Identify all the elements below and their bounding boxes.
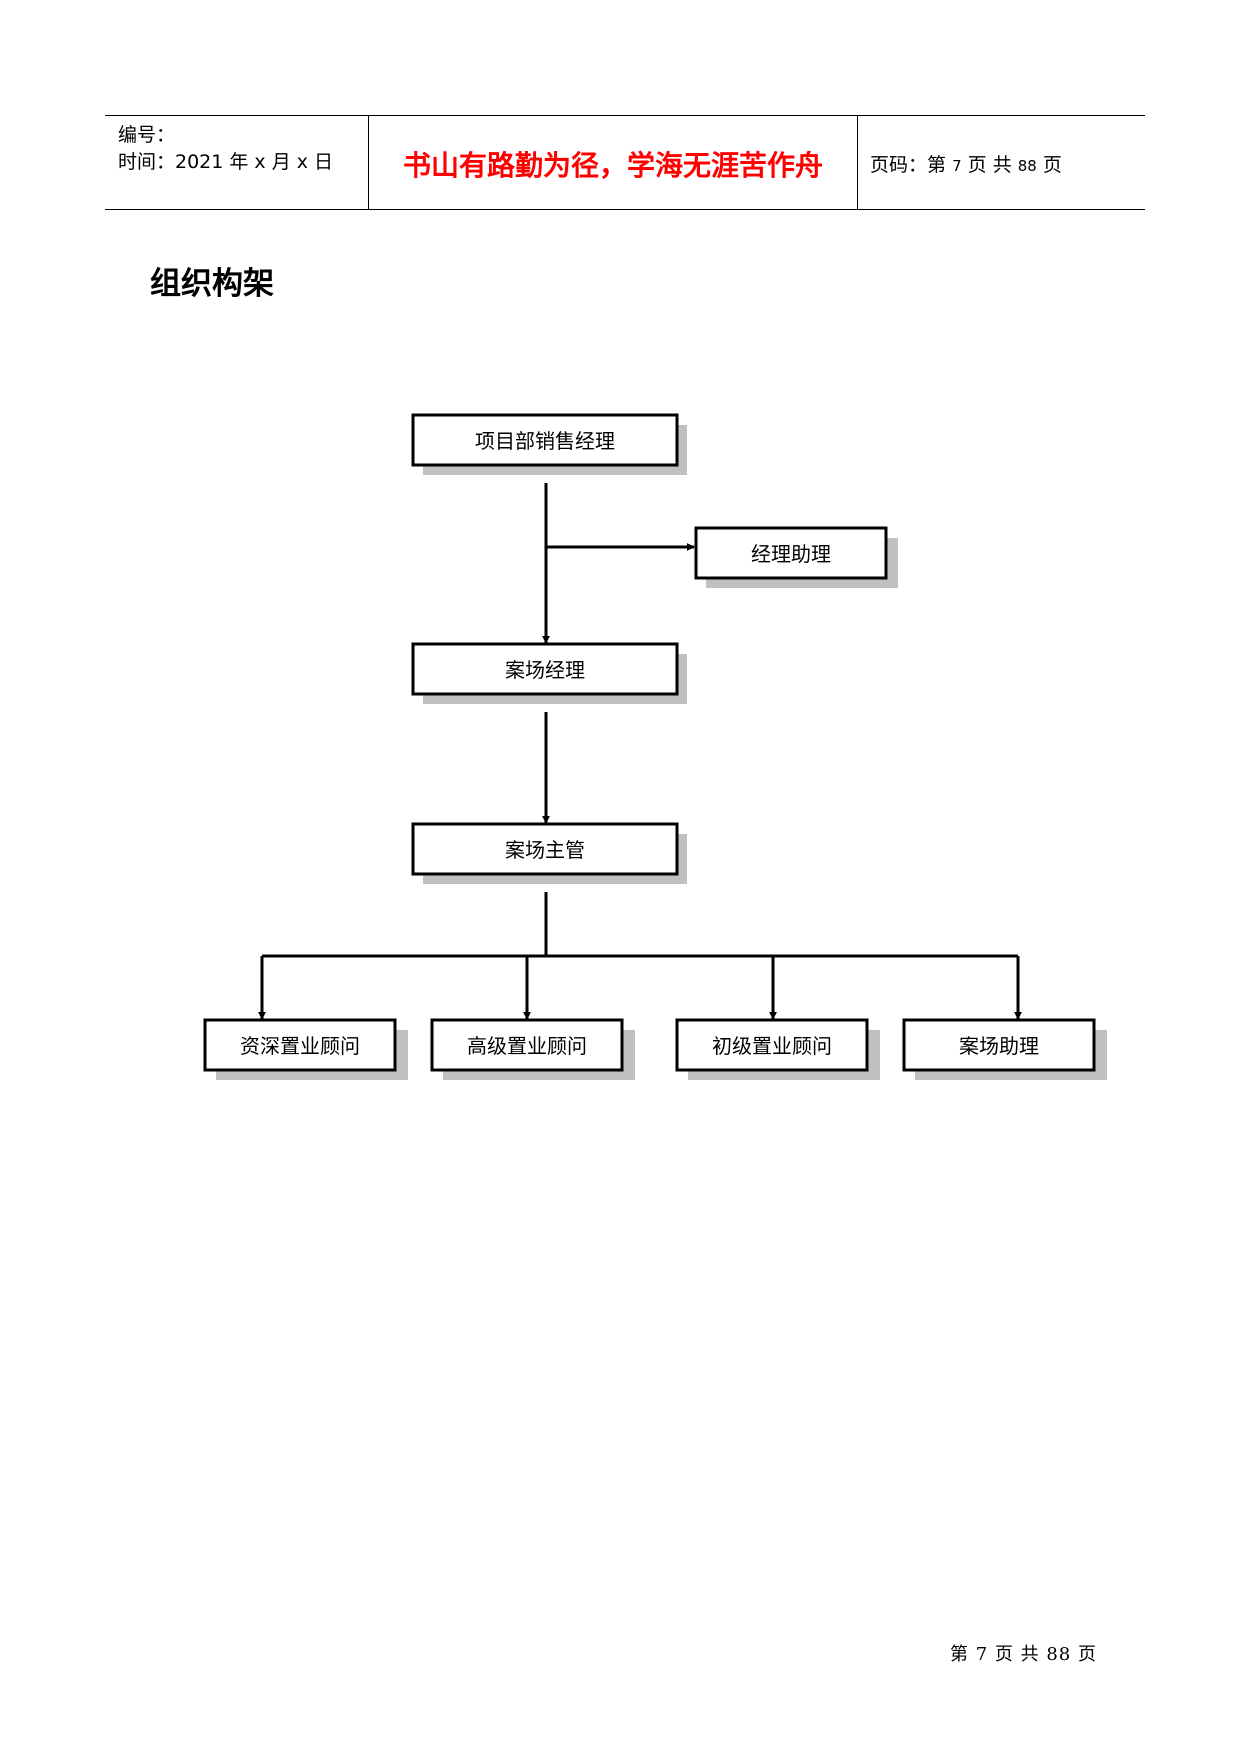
header-page-info: 页码：第 7 页 共 88 页 [870,150,1062,177]
page-suffix: 页 [1042,154,1062,176]
node-assistant [694,526,888,580]
label-site-assistant: 案场助理 [959,1034,1039,1058]
node-senior-consultant [203,1018,397,1072]
page-footer: 第 7 页 共 88 页 [950,1644,1097,1665]
node-site-supervisor [411,822,679,876]
page-current: 7 [952,157,962,175]
header-middle-cell: 书山有路勤为径，学海无涯苦作舟 [369,116,858,209]
connectors [258,483,1022,1020]
node-junior-consultant [675,1018,869,1072]
page-mid: 页 共 [967,154,1012,176]
node-site-assistant [902,1018,1096,1072]
page-total: 88 [1017,157,1037,175]
label-junior-consultant: 初级置业顾问 [712,1034,832,1058]
node-site-manager [411,642,679,696]
node-boxes [203,413,1096,1072]
page-header: 编号： 时间：2021 年 x 月 x 日 书山有路勤为径，学海无涯苦作舟 页码… [105,115,1145,210]
label-assistant: 经理助理 [751,542,831,566]
node-advanced-consultant [430,1018,624,1072]
document-number-label: 编号： [118,124,176,146]
section-title: 组织构架 [150,266,274,302]
label-senior-consultant: 资深置业顾问 [240,1034,360,1058]
node-shadows [216,425,1107,1080]
label-site-manager: 案场经理 [505,658,585,682]
document-time-label: 时间：2021 年 x 月 x 日 [118,151,334,173]
header-motto: 书山有路勤为径，学海无涯苦作舟 [402,149,823,182]
label-advanced-consultant: 高级置业顾问 [467,1034,587,1058]
label-manager: 项目部销售经理 [475,429,615,453]
page-prefix: 页码：第 [870,154,947,176]
label-site-supervisor: 案场主管 [505,838,585,862]
header-left-cell: 编号： 时间：2021 年 x 月 x 日 [105,116,369,209]
node-manager [411,413,679,467]
header-right-cell: 页码：第 7 页 共 88 页 [858,116,1145,209]
